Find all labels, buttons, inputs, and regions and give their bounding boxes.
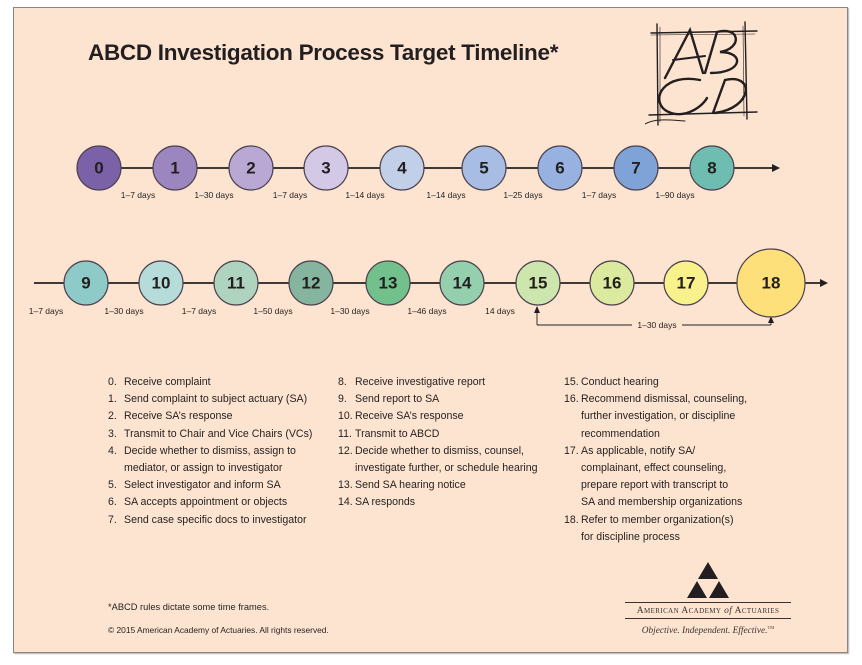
legend-item-9: 9.Send report to SA (338, 393, 440, 406)
svg-text:8: 8 (707, 159, 716, 178)
svg-text:12: 12 (302, 274, 321, 293)
bracket-duration-label: 1–30 days (637, 320, 676, 330)
duration-11-12: 1–50 days (253, 306, 292, 316)
step-node-17: 17 (663, 260, 709, 306)
legend-column-1: 0.Receive complaint 1.Send complaint to … (108, 374, 312, 529)
legend-item-10: 10.Receive SA’s response (338, 410, 464, 423)
legend-item-3: 3.Transmit to Chair and Vice Chairs (VCs… (108, 427, 313, 440)
duration-14-15: 14 days (485, 306, 515, 316)
legend-item-1: 1.Send complaint to subject actuary (SA) (108, 393, 308, 406)
step-node-10: 10 (138, 260, 184, 306)
legend-item-8: 8.Receive investigative report (338, 376, 486, 388)
svg-text:6: 6 (555, 159, 564, 178)
svg-text:17: 17 (677, 274, 696, 293)
step-node-4: 4 (379, 145, 425, 191)
legend-item-7: 7.Send case specific docs to investigato… (108, 513, 307, 526)
step-node-13: 13 (365, 260, 411, 306)
circle-0 (76, 145, 122, 191)
step-node-18: 18 (736, 248, 806, 318)
step-node-0: 0 (76, 145, 122, 191)
svg-text:10: 10 (152, 274, 171, 293)
duration-1-2: 1–30 days (194, 190, 233, 200)
svg-text:0: 0 (94, 159, 103, 178)
copyright-notice: © 2015 American Academy of Actuaries. Al… (108, 625, 329, 635)
step-node-16: 16 (589, 260, 635, 306)
duration-8-9: 1–7 days (29, 306, 64, 316)
legend-column-3: 15.Conduct hearing 16.Recommend dismissa… (564, 376, 748, 543)
step-node-6: 6 (537, 145, 583, 191)
duration-13-14: 1–46 days (407, 306, 446, 316)
duration-7-8: 1–90 days (655, 190, 694, 200)
abcd-sketch-logo-icon (645, 21, 758, 126)
step-node-7: 7 (613, 145, 659, 191)
legend-item-16: 16.Recommend dismissal, counseling, (564, 393, 748, 406)
legend-item-4: 4.Decide whether to dismiss, assign to (108, 444, 296, 457)
duration-0-1: 1–7 days (121, 190, 156, 200)
svg-text:7: 7 (631, 159, 640, 178)
step-node-8: 8 (689, 145, 735, 191)
legend-item-2: 2.Receive SA’s response (108, 410, 233, 423)
footnote: *ABCD rules dictate some time frames. (108, 602, 270, 612)
poster-panel (13, 7, 848, 653)
step-node-5: 5 (461, 145, 507, 191)
svg-text:13: 13 (379, 274, 398, 293)
duration-9-10: 1–30 days (104, 306, 143, 316)
step-node-2: 2 (228, 145, 274, 191)
step-node-3: 3 (303, 145, 349, 191)
organization-tagline: Objective. Independent. Effective.TM (641, 625, 775, 637)
svg-text:16: 16 (603, 274, 622, 293)
svg-text:4: 4 (397, 159, 407, 178)
legend-item-13: 13.Send SA hearing notice (338, 479, 466, 492)
duration-3-4: 1–14 days (345, 190, 384, 200)
step-node-1: 1 (152, 145, 198, 191)
organization-name: American Academy of Actuaries (625, 602, 791, 619)
duration-5-6: 1–25 days (503, 190, 542, 200)
svg-text:15: 15 (529, 274, 548, 293)
duration-10-11: 1–7 days (182, 306, 217, 316)
legend-column-2: 8.Receive investigative report 9.Send re… (338, 374, 538, 512)
svg-text:2: 2 (246, 159, 255, 178)
legend-item-0: 0.Receive complaint (108, 376, 211, 388)
step-node-11: 11 (213, 260, 259, 306)
organization-logo: American Academy of Actuaries Objective.… (625, 560, 795, 640)
legend-item-6: 6.SA accepts appointment or objects (108, 496, 288, 509)
legend-item-14: 14.SA responds (338, 496, 416, 509)
svg-text:18: 18 (762, 274, 781, 293)
duration-6-7: 1–7 days (582, 190, 617, 200)
legend-item-17: 17.As applicable, notify SA/ (564, 444, 696, 457)
legend-item-5: 5.Select investigator and inform SA (108, 479, 281, 492)
legend-item-15: 15.Conduct hearing (564, 376, 659, 388)
legend-item-12: 12.Decide whether to dismiss, counsel, (338, 444, 524, 457)
svg-text:9: 9 (81, 274, 90, 293)
step-node-9: 9 (63, 260, 109, 306)
legend-item-18: 18.Refer to member organization(s) (564, 513, 734, 526)
duration-4-5: 1–14 days (426, 190, 465, 200)
step-node-15: 15 (515, 260, 561, 306)
step-node-12: 12 (288, 260, 334, 306)
page-title: ABCD Investigation Process Target Timeli… (88, 40, 559, 65)
svg-text:11: 11 (227, 274, 245, 293)
step-node-14: 14 (439, 260, 485, 306)
legend-item-11: 11.Transmit to ABCD (338, 427, 440, 440)
svg-text:5: 5 (479, 159, 488, 178)
timeline-diagram: 1–30 days 0 1 2 3 4 5 6 7 8 1–7 days 1–3… (29, 145, 828, 330)
svg-text:3: 3 (321, 159, 330, 178)
duration-2-3: 1–7 days (273, 190, 308, 200)
duration-12-13: 1–30 days (330, 306, 369, 316)
svg-text:1: 1 (170, 159, 179, 178)
triforce-triangle-icon (687, 562, 729, 598)
svg-text:14: 14 (453, 274, 472, 293)
